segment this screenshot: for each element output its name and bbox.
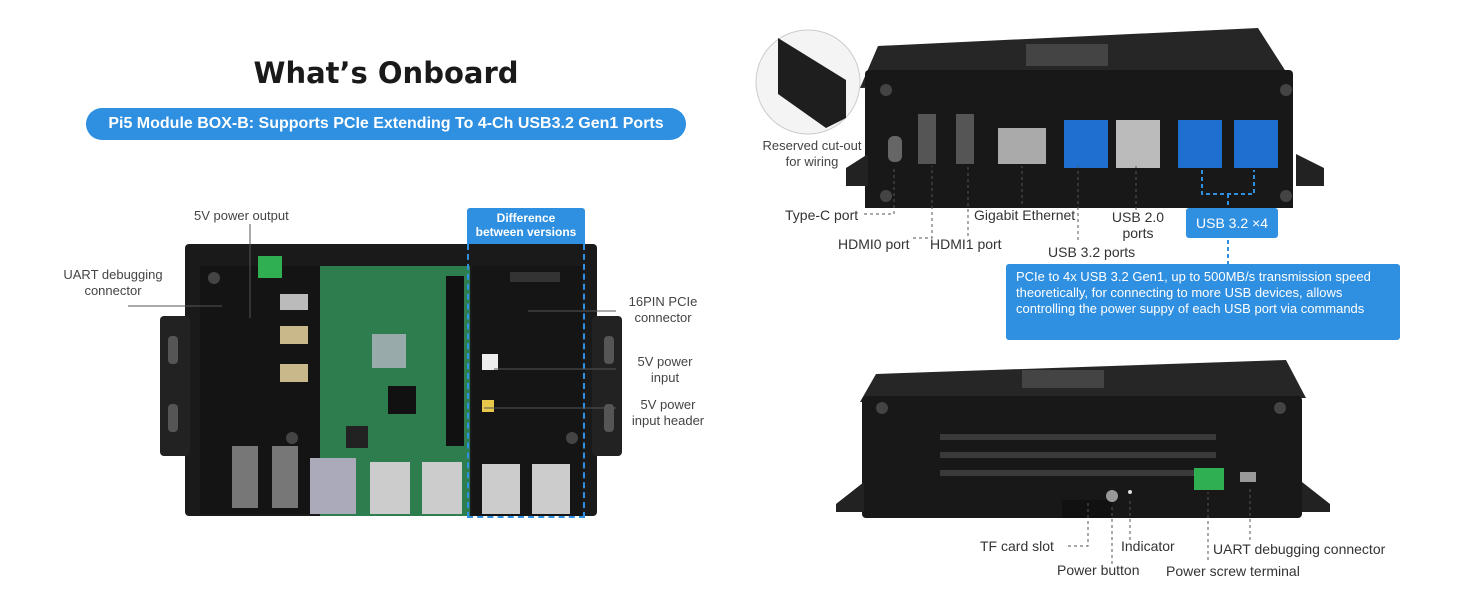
- label-uart-back: UART debugging connector: [1213, 541, 1386, 557]
- label-hdmi1: HDMI1 port: [930, 236, 1002, 252]
- usb32x4-tag: USB 3.2 ×4: [1186, 208, 1278, 238]
- label-power-screw-terminal: Power screw terminal: [1166, 563, 1300, 579]
- subtitle-pill: Pi5 Module BOX-B: Supports PCIe Extendin…: [86, 108, 686, 140]
- difference-tag: Difference between versions: [467, 208, 585, 244]
- case-front-photo: [755, 28, 1324, 208]
- label-gigabit: Gigabit Ethernet: [974, 207, 1076, 223]
- front-leader-lines: [864, 166, 1255, 264]
- page-title: What’s Onboard: [253, 56, 519, 90]
- label-indicator: Indicator: [1121, 538, 1175, 554]
- difference-dashed-box: [467, 244, 585, 518]
- label-power-button: Power button: [1057, 562, 1140, 578]
- label-type-c: Type-C port: [785, 207, 859, 223]
- left-leader-lines: [128, 224, 616, 409]
- case-back-photo: [836, 360, 1330, 518]
- label-hdmi0: HDMI0 port: [838, 236, 910, 252]
- label-usb32-ports: USB 3.2 ports: [1048, 244, 1136, 260]
- label-tf-card-slot: TF card slot: [980, 538, 1054, 554]
- back-leader-lines: [1068, 486, 1251, 564]
- difference-line-2: between versions: [475, 225, 577, 239]
- difference-line-1: Difference: [496, 211, 556, 225]
- board-photo: [160, 244, 622, 516]
- label-5v-power-output: 5V power output: [194, 208, 289, 223]
- pcie-note: PCIe to 4x USB 3.2 Gen1, up to 500MB/s t…: [1006, 264, 1400, 340]
